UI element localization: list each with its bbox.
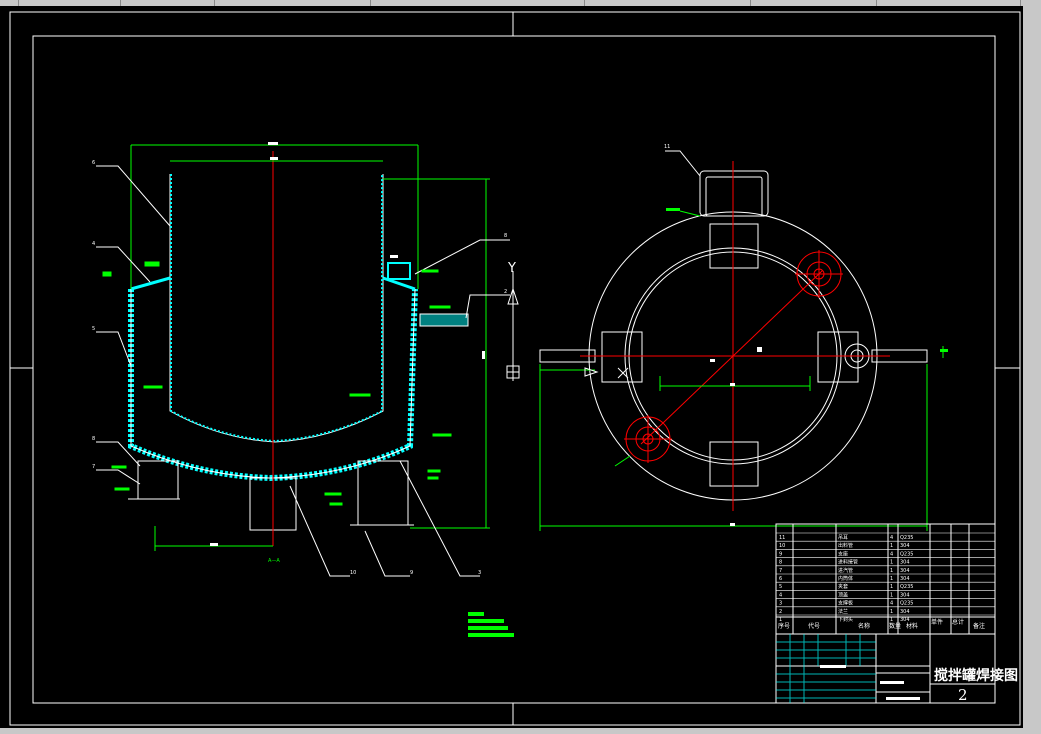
header-note: 备注 [973, 622, 985, 630]
svg-text:5: 5 [92, 326, 95, 332]
parts-row-qty: 1 [890, 609, 893, 615]
inlet-nozzle [387, 262, 411, 280]
centering-marks [10, 12, 1020, 725]
parts-row-no: 10 [779, 543, 785, 549]
header-material: 材料 [906, 622, 918, 630]
parts-row-qty: 4 [890, 535, 893, 541]
parts-row-no: 9 [779, 551, 782, 557]
parts-row-qty: 4 [890, 551, 893, 557]
parts-row-name: 支撑板 [838, 600, 853, 607]
parts-row-material: Q235 [900, 535, 913, 541]
parts-row-material: 304 [900, 560, 910, 566]
parts-row-name: 下封头 [838, 616, 853, 623]
header-unit-weight: 单件 [931, 618, 943, 626]
parts-row-no: 3 [779, 601, 782, 607]
parts-row-material: Q235 [900, 551, 913, 557]
parts-row-qty: 4 [890, 601, 893, 607]
parts-row-qty: 1 [890, 560, 893, 566]
parts-row-name: 顶盖 [838, 591, 848, 598]
parts-row-no: 8 [779, 560, 782, 566]
svg-text:2: 2 [504, 289, 507, 295]
header-no: 序号 [778, 622, 790, 630]
cad-top-toolbar [0, 0, 1041, 6]
header-total-weight: 总计 [952, 618, 964, 626]
drawing-canvas[interactable]: 6 4 5 8 7 8 2 10 9 3 A—A [0, 6, 1023, 728]
cad-vertical-scrollbar[interactable] [1023, 6, 1041, 728]
parts-row-qty: 1 [890, 584, 893, 590]
svg-text:10: 10 [350, 570, 356, 576]
parts-row-no: 11 [779, 535, 785, 541]
parts-row-no: 2 [779, 609, 782, 615]
parts-row-no: 5 [779, 584, 782, 590]
parts-row-no: 4 [779, 592, 782, 598]
parts-row-material: Q235 [900, 601, 913, 607]
parts-row-qty: 1 [890, 617, 893, 623]
parts-row-name: 进汽管 [838, 567, 853, 574]
sheet-inner-border [32, 35, 996, 704]
parts-row-qty: 1 [890, 568, 893, 574]
parts-row-name: 支座 [838, 550, 848, 557]
parts-row-name: 出料管 [838, 542, 853, 549]
parts-row-name: 夹套 [838, 583, 848, 590]
header-name: 名称 [858, 622, 870, 630]
parts-row-material: Q235 [900, 584, 913, 590]
top-view: 11 [539, 144, 948, 531]
svg-text:8: 8 [504, 233, 507, 239]
parts-row-qty: 1 [890, 592, 893, 598]
header-code: 代号 [808, 622, 820, 630]
svg-text:6: 6 [92, 160, 95, 166]
view-direction-arrow [506, 271, 520, 381]
svg-text:7: 7 [92, 464, 95, 470]
technical-notes [468, 612, 514, 637]
parts-row-material: 304 [900, 576, 910, 582]
parts-row-no: 7 [779, 568, 782, 574]
svg-text:8: 8 [92, 436, 95, 442]
parts-row-material: 304 [900, 543, 910, 549]
parts-row-qty: 1 [890, 543, 893, 549]
steam-pipe [420, 314, 468, 326]
parts-row-material: 304 [900, 592, 910, 598]
parts-row-name: 吊耳 [838, 535, 848, 541]
inner-vessel [169, 174, 384, 443]
parts-row-name: 进料接管 [838, 559, 858, 566]
parts-row-no: 6 [779, 576, 782, 582]
svg-text:3: 3 [478, 570, 481, 576]
section-view: 6 4 5 8 7 8 2 10 9 3 A—A [92, 142, 520, 577]
parts-row-name: 内筒体 [838, 575, 853, 582]
header-qty: 数量 [889, 622, 901, 630]
parts-row-name: 法兰 [838, 608, 848, 615]
section-label: A—A [268, 558, 280, 564]
view-direction-label: Y [507, 261, 516, 276]
svg-text:11: 11 [664, 144, 670, 150]
parts-row-material: 304 [900, 568, 910, 574]
svg-text:4: 4 [92, 241, 95, 247]
sheet-number: 2 [958, 686, 968, 704]
cad-horizontal-scrollbar[interactable] [0, 728, 1041, 734]
parts-row-no: 1 [779, 617, 782, 623]
parts-row-material: 304 [900, 609, 910, 615]
svg-text:9: 9 [410, 570, 413, 576]
parts-row-material: 304 [900, 617, 910, 623]
parts-row-qty: 1 [890, 576, 893, 582]
drawing-title: 搅拌罐焊接图 [934, 667, 1018, 684]
